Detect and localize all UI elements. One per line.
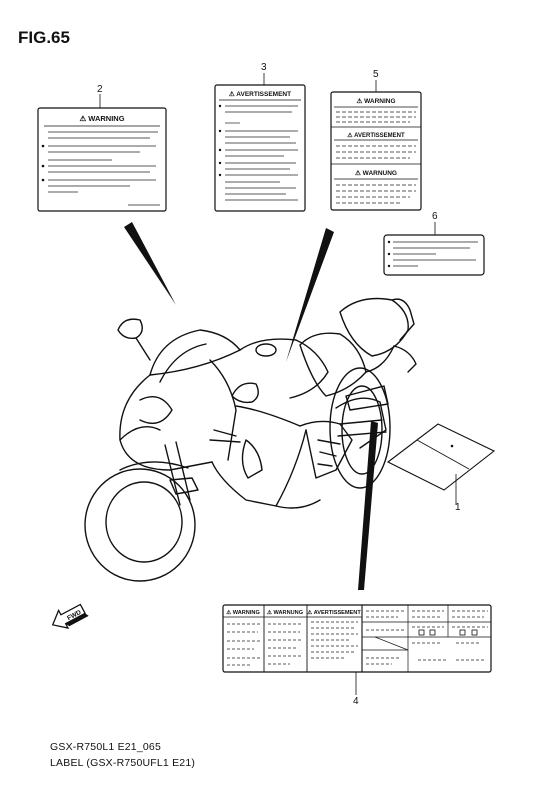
label-5-header-2: ⚠ AVERTISSEMENT xyxy=(347,132,405,139)
label-3-header: ⚠ AVERTISSEMENT xyxy=(229,90,291,98)
front-direction-arrow-icon: FWD xyxy=(51,603,89,629)
rear-wheel xyxy=(329,367,391,489)
callout-4: 4 xyxy=(353,696,359,707)
drawing-caption: LABEL (GSX-R750UFL1 E21) xyxy=(50,757,196,769)
front-wheel xyxy=(84,468,196,582)
callout-6: 6 xyxy=(432,211,438,222)
callout-3: 3 xyxy=(261,62,267,73)
leader-wedge-label-2 xyxy=(124,222,176,305)
label-5-header-1: ⚠ WARNING xyxy=(356,97,395,105)
figure-title: FIG.65 xyxy=(18,28,70,47)
label-1-folded-sheet[interactable]: 1 xyxy=(386,423,496,513)
label-4-multilingual-info-sticker[interactable]: ⚠ WARNING ⚠ WARNUNG ⚠ AVERTISSEMENT xyxy=(222,604,492,707)
leader-wedge-label-4 xyxy=(358,421,378,590)
callout-5: 5 xyxy=(373,69,379,80)
callout-1: 1 xyxy=(455,502,461,513)
label-6-sticker[interactable]: 6 xyxy=(383,211,485,276)
label-2-warning-sticker[interactable]: ⚠ WARNING 2 xyxy=(37,84,167,212)
windscreen xyxy=(149,329,241,376)
label-4-header-3: ⚠ AVERTISSEMENT xyxy=(307,609,361,616)
leader-wedges xyxy=(124,222,378,590)
drawing-code: GSX-R750L1 E21_065 xyxy=(50,741,162,753)
label-5-header-3: ⚠ WARNUNG xyxy=(355,169,397,177)
label-4-header-1: ⚠ WARNING xyxy=(226,609,260,616)
fuel-tank xyxy=(239,338,329,399)
motorcycle-outline-drawing xyxy=(84,297,417,582)
label-3-avertissement-sticker[interactable]: ⚠ AVERTISSEMENT 3 xyxy=(214,62,306,212)
right-mirror xyxy=(231,382,259,404)
label-5-multilingual-sticker[interactable]: ⚠ WARNING ⚠ AVERTISSEMENT ⚠ WARNUNG 5 xyxy=(330,69,422,211)
leader-wedge-label-3 xyxy=(286,228,334,362)
label-4-header-2: ⚠ WARNUNG xyxy=(267,609,303,616)
left-mirror xyxy=(117,318,143,340)
label-2-header: ⚠ WARNING xyxy=(79,114,124,123)
callout-2: 2 xyxy=(97,84,103,95)
